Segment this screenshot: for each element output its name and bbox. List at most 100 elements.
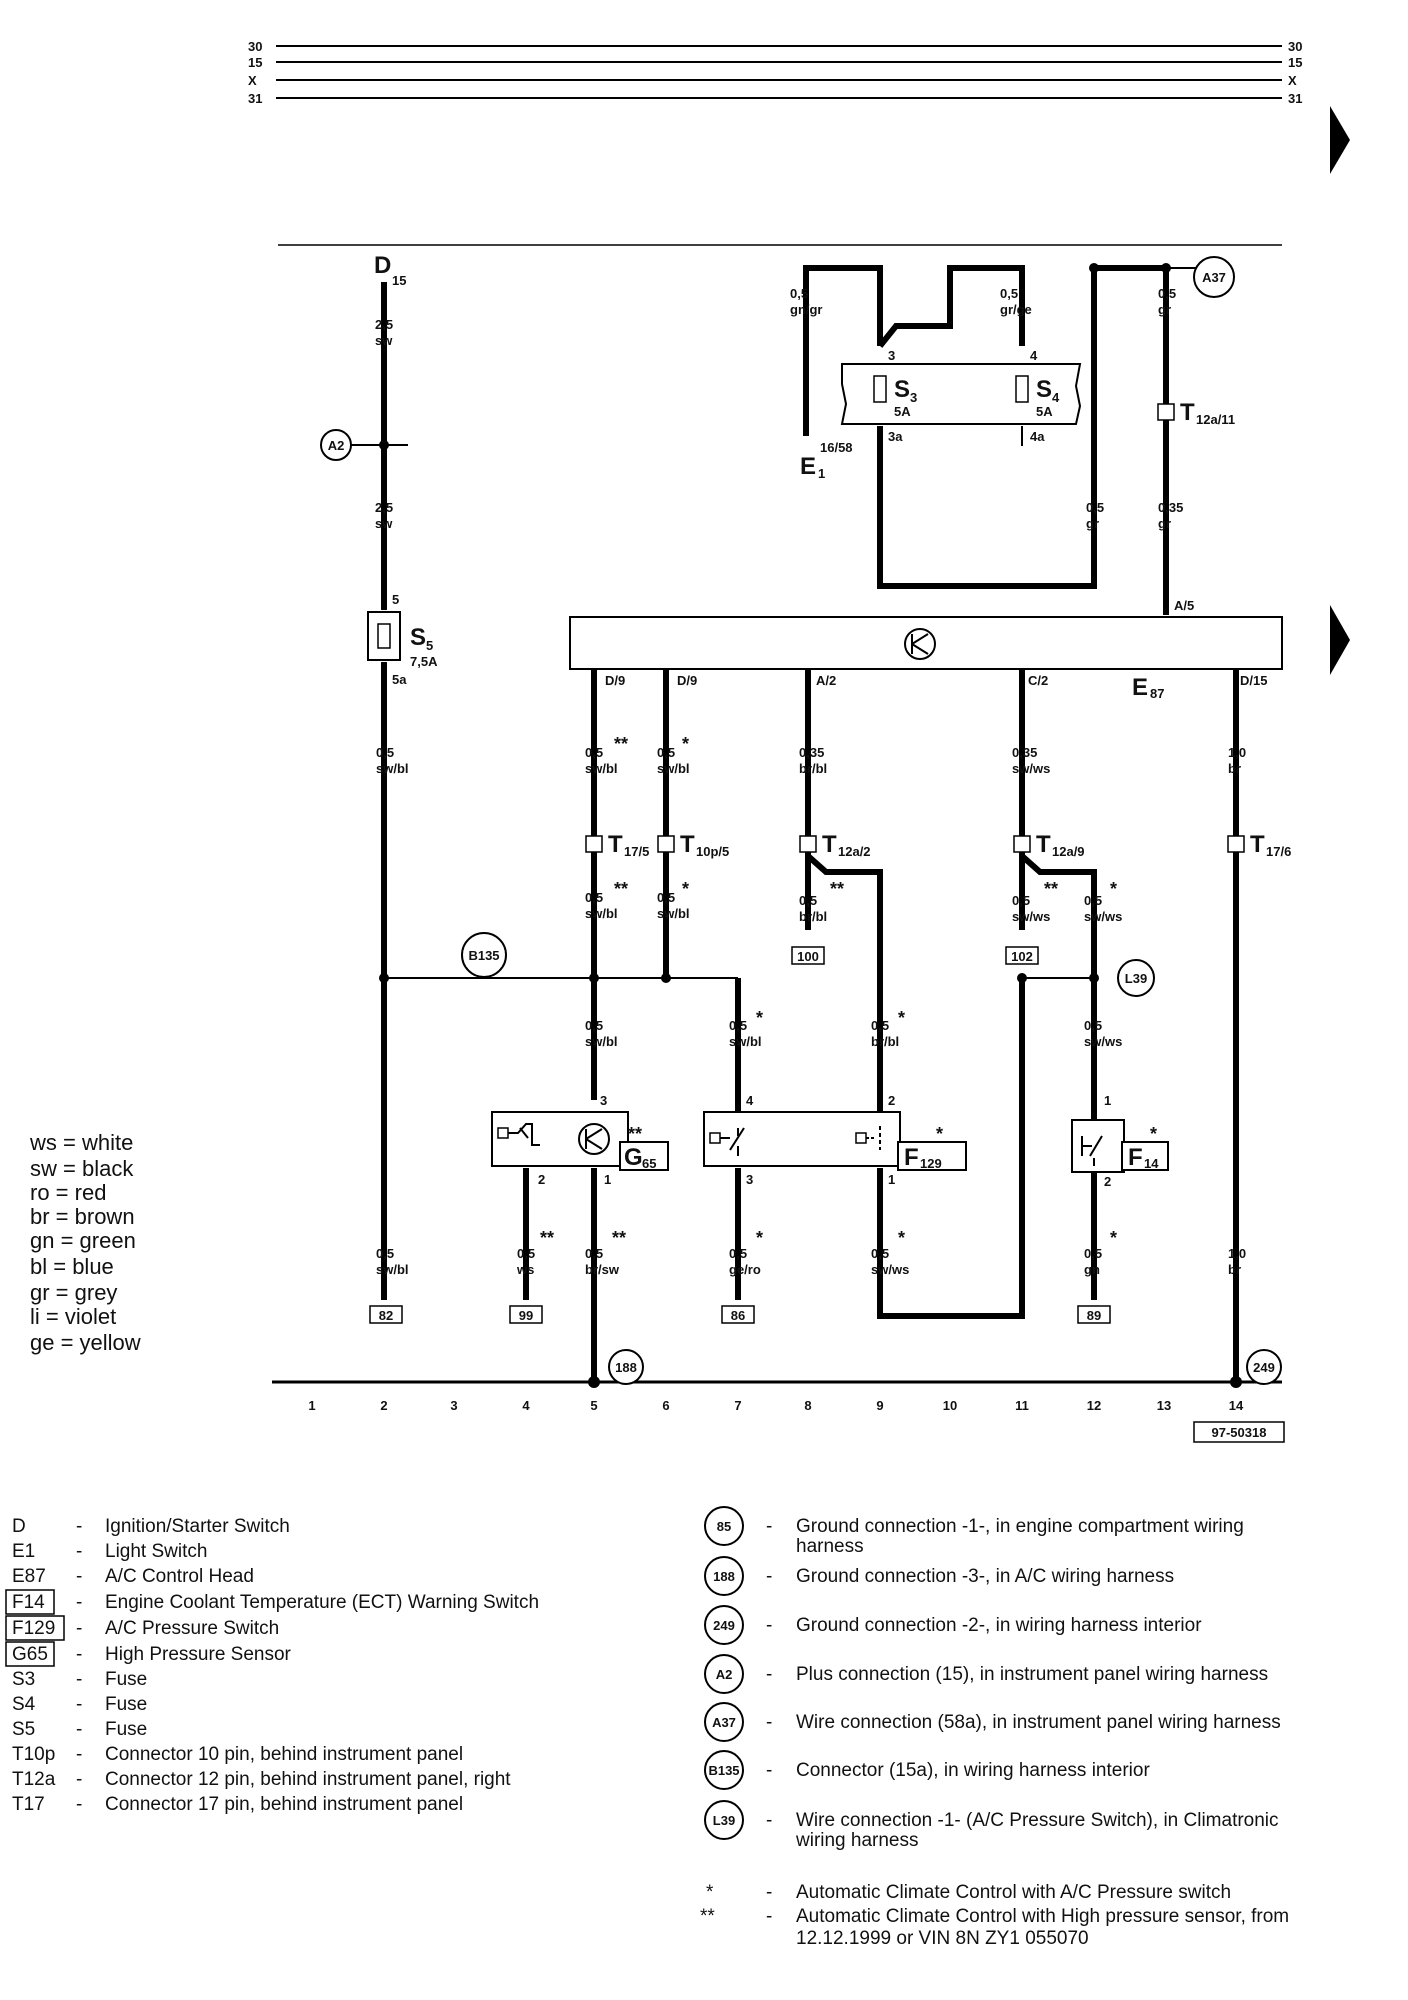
svg-text:Wire connection (58a), in inst: Wire connection (58a), in instrument pan… [796, 1712, 1281, 1733]
g65-pin-3: 3 [600, 1093, 607, 1108]
wire-gr3-color: gr [1158, 516, 1171, 531]
marker-c9c: * [898, 1008, 905, 1028]
rail-labels: 30 15 X 31 30 15 X 31 [248, 39, 1302, 106]
fuse-s5-pin-out: 5a [392, 672, 407, 687]
f14-sub: 14 [1144, 1156, 1159, 1171]
legend-ws: ws = white [29, 1130, 133, 1155]
key-item-a2: A2 - Plus connection (15), in instrument… [704, 1654, 1268, 1694]
svg-text:T12a: T12a [12, 1769, 56, 1790]
svg-text:B135: B135 [708, 1763, 739, 1778]
svg-text:D: D [12, 1516, 26, 1537]
svg-text:Plus connection (15), in instr: Plus connection (15), in instrument pane… [796, 1664, 1268, 1685]
sensor-g65: G 65 ** 2 1 0,5 ws ** 0,5 br/sw ** 99 18… [491, 1111, 669, 1388]
svg-text:-: - [766, 1566, 772, 1587]
fuse-s4-pin-in: 4 [1030, 348, 1038, 363]
continuation-arrow-middle [1330, 605, 1350, 675]
fuse-s3-icon [873, 375, 887, 403]
svg-text:-: - [766, 1664, 772, 1685]
svg-text:Fuse: Fuse [105, 1694, 147, 1715]
fuse-s5-icon [377, 623, 391, 649]
fuse-s5-label: S [410, 624, 426, 651]
connection-a2-label: A2 [328, 438, 345, 453]
wire-gngr-color: gn/gr [790, 302, 823, 317]
svg-text:-: - [766, 1712, 772, 1733]
reference-99 [509, 1305, 543, 1324]
rail-label-right-15: 15 [1288, 55, 1302, 70]
f129-sub: 129 [920, 1156, 942, 1171]
ground-188-label: 188 [615, 1360, 637, 1375]
reference-100 [791, 946, 825, 965]
wire-c5b-color: sw/bl [585, 906, 618, 921]
wire-c14d-size: 1,0 [1228, 1246, 1246, 1261]
component-key: D-Ignition/Starter Switch E1-Light Switc… [5, 1516, 539, 1815]
key-item-s3: S3-Fuse [12, 1669, 147, 1690]
f129-pin-1: 1 [888, 1172, 895, 1187]
legend-li: li = violet [30, 1304, 116, 1329]
svg-text:85: 85 [717, 1519, 731, 1534]
key-item-l39: L39 - Wire connection -1- (A/C Pressure … [704, 1800, 1279, 1851]
wire-c5b-size: 0,5 [585, 890, 603, 905]
marker-c8b: ** [830, 879, 844, 899]
svg-text:T10p: T10p [12, 1744, 55, 1765]
marker-c5b: ** [614, 879, 628, 899]
connector-t17-6-sub: 17/6 [1266, 844, 1291, 859]
wire-c11b-size: 0,5 [1012, 893, 1030, 908]
wire-c14a-color: br [1228, 761, 1241, 776]
legend-gr: gr = grey [30, 1280, 117, 1305]
g65-sub: 65 [642, 1156, 656, 1171]
svg-text:-: - [76, 1618, 82, 1639]
svg-text:-: - [766, 1906, 772, 1927]
connection-l39 [1117, 959, 1155, 997]
wire-c12c-color: sw/ws [1084, 1034, 1122, 1049]
reference-number-box [1193, 1421, 1285, 1443]
wire-c9d-size: 0,5 [871, 1246, 889, 1261]
marker-f14: * [1150, 1124, 1157, 1144]
svg-text:-: - [76, 1744, 82, 1765]
footnote-double-star: ** - Automatic Climate Control with High… [700, 1906, 1289, 1949]
wire-c7d-color: ge/ro [729, 1262, 761, 1277]
svg-text:A37: A37 [712, 1715, 736, 1730]
wire-c2-color: sw/bl [376, 761, 409, 776]
wire-c6b-size: 0,5 [657, 890, 675, 905]
svg-text:Light Switch: Light Switch [105, 1541, 207, 1562]
connector-t17-6-label: T [1250, 831, 1265, 858]
connector-t12a2-icon [799, 835, 817, 853]
wire-gr2-size: 0,5 [1158, 286, 1176, 301]
svg-text:Connector (15a), in wiring har: Connector (15a), in wiring harness inter… [796, 1760, 1150, 1781]
e87-pin-a2: A/2 [816, 673, 836, 688]
rail-label-left-15: 15 [248, 55, 262, 70]
svg-text:-: - [766, 1516, 772, 1537]
wire-c6b-color: sw/bl [657, 906, 690, 921]
f129-label-box [897, 1141, 967, 1171]
marker-c4d: ** [540, 1228, 554, 1248]
marker-c7c: * [756, 1008, 763, 1028]
g65-pin-2: 2 [538, 1172, 545, 1187]
svg-text:High Pressure Sensor: High Pressure Sensor [105, 1644, 292, 1665]
marker-g65: ** [628, 1124, 642, 1144]
key-item-e87: E87-A/C Control Head [12, 1566, 254, 1587]
wire-c6a-size: 0,5 [657, 745, 675, 760]
reference-number: 97-50318 [1212, 1425, 1267, 1440]
svg-text:**: ** [700, 1906, 715, 1927]
reference-86-label: 86 [731, 1308, 745, 1323]
wire-c12c-size: 0,5 [1084, 1018, 1102, 1033]
key-item-s4: S4-Fuse [12, 1694, 147, 1715]
column-14: 1,0 br T 17/6 1,0 br 249 [1227, 670, 1291, 1388]
wire-c2d-size: 0,5 [376, 1246, 394, 1261]
svg-text:-: - [76, 1541, 82, 1562]
connection-a37-label: A37 [1202, 270, 1226, 285]
svg-text:188: 188 [713, 1569, 735, 1584]
wire-c2-size: 0,5 [376, 745, 394, 760]
wire-c7c-size: 0,5 [729, 1018, 747, 1033]
wire-gr2-color: gr [1158, 302, 1171, 317]
connector-t17-5-label: T [608, 831, 623, 858]
key-item-ground-188: 188 - Ground connection -3-, in A/C wiri… [704, 1556, 1174, 1596]
svg-text:249: 249 [713, 1618, 735, 1633]
connection-l39-label: L39 [1125, 971, 1147, 986]
key-item-t10p: T10p-Connector 10 pin, behind instrument… [12, 1744, 463, 1765]
e87-pin-d15: D/15 [1240, 673, 1267, 688]
legend-ge: ge = yellow [30, 1330, 141, 1355]
wire-gngr-size: 0,5 [790, 286, 808, 301]
wire-grge-color: gr/ge [1000, 302, 1032, 317]
